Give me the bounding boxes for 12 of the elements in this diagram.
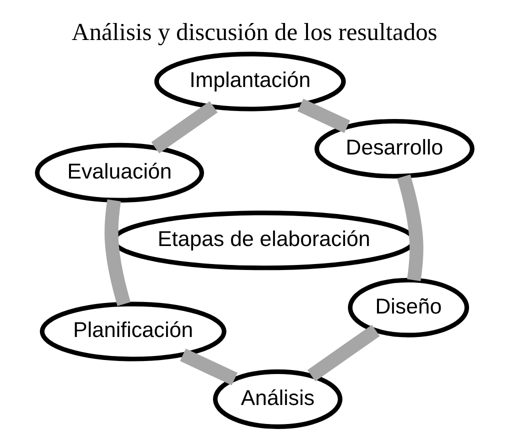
node-ellipse: Análisis: [212, 369, 342, 429]
node-ellipse: Evaluación: [34, 142, 204, 202]
connector: [179, 348, 238, 386]
node-ellipse: Diseño: [347, 278, 469, 338]
connector: [396, 174, 423, 282]
node-ellipse: Planificación: [39, 302, 226, 362]
connector: [306, 324, 380, 382]
connector: [150, 101, 218, 154]
node-ellipse: Implantación: [154, 52, 346, 112]
node-ellipse: Desarrollo: [314, 118, 474, 179]
connector: [104, 199, 130, 306]
diagram-title: Análisis y discusión de los resultados: [71, 18, 437, 46]
